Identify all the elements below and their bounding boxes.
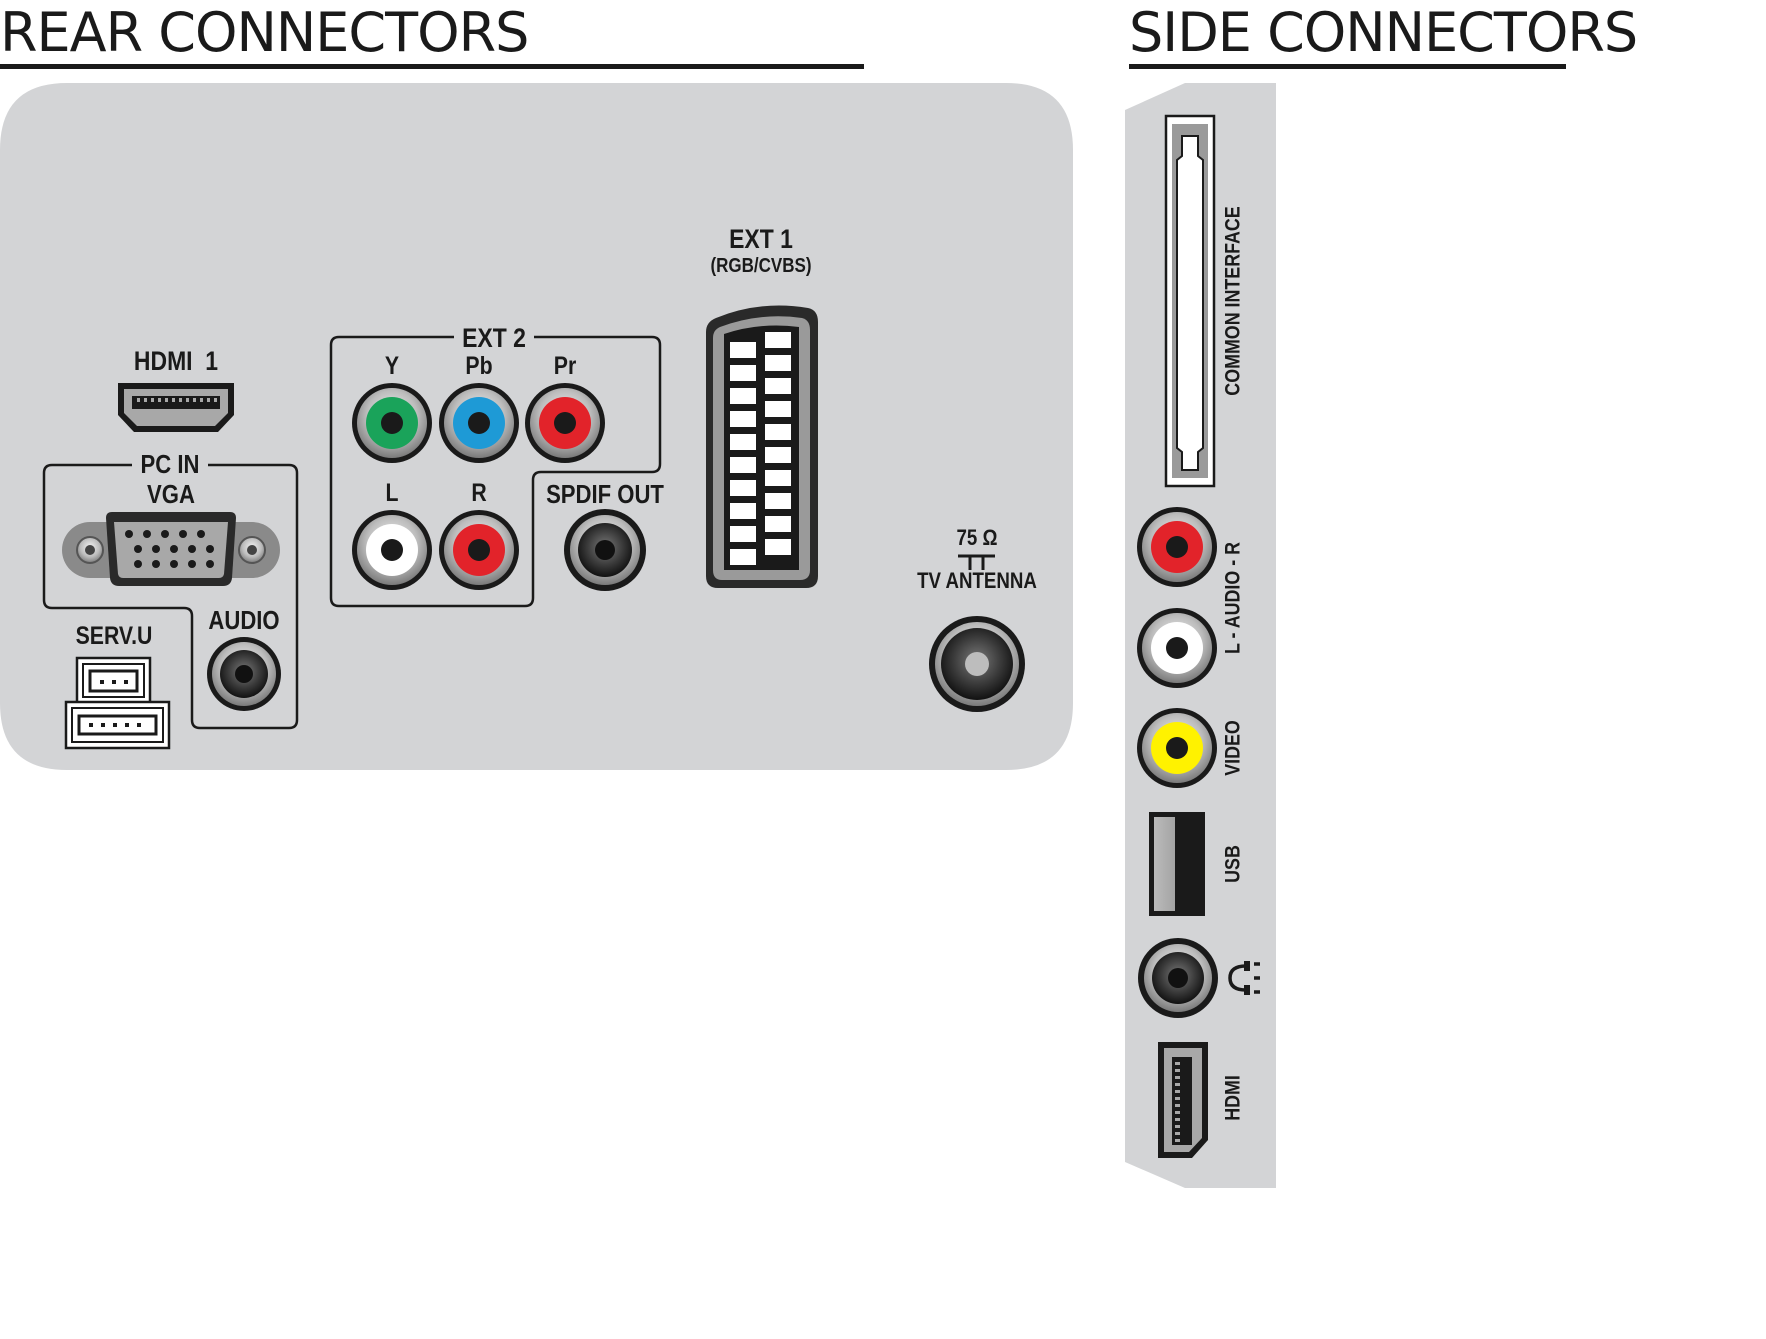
ext2-r-jack[interactable] xyxy=(439,510,519,590)
y-label: Y xyxy=(384,352,400,380)
audio-label: AUDIO xyxy=(208,605,280,635)
r-label: R xyxy=(471,479,487,507)
usb-label: USB xyxy=(1221,845,1245,883)
ohm-label: 75 Ω xyxy=(956,525,998,550)
side-video-jack[interactable] xyxy=(1137,708,1217,788)
ext2-y-jack[interactable] xyxy=(352,383,432,463)
ext2-label: EXT 2 xyxy=(462,323,526,353)
common-interface-label: COMMON INTERFACE xyxy=(1221,206,1245,396)
serv-u-port[interactable] xyxy=(64,656,171,750)
tv-antenna-port[interactable] xyxy=(929,616,1025,712)
spdif-out-jack[interactable] xyxy=(564,509,646,591)
serv-u-label: SERV.U xyxy=(75,622,153,650)
video-label: VIDEO xyxy=(1221,720,1245,776)
hdmi1-port[interactable] xyxy=(118,383,234,432)
pc-in-frame xyxy=(42,463,299,730)
pr-label: Pr xyxy=(553,352,577,380)
pc-in-label: PC IN xyxy=(140,449,200,479)
rear-connectors-title: REAR CONNECTORS xyxy=(0,1,529,64)
side-usb-port[interactable] xyxy=(1149,812,1205,916)
ext1-sub-label: (RGB/CVBS) xyxy=(710,255,812,277)
rear-title-rule xyxy=(0,64,864,69)
common-interface-slot[interactable] xyxy=(1164,114,1216,488)
side-audio-r-jack[interactable] xyxy=(1137,507,1217,587)
ext1-scart-port[interactable] xyxy=(706,305,818,588)
hdmi1-label: HDMI 1 xyxy=(133,346,219,376)
side-title-rule xyxy=(1129,64,1566,69)
side-connectors-title: SIDE CONNECTORS xyxy=(1129,1,1638,64)
ext2-pb-jack[interactable] xyxy=(439,383,519,463)
vga-port[interactable] xyxy=(62,512,280,586)
vga-label: VGA xyxy=(147,479,195,509)
spdif-out-label: SPDIF OUT xyxy=(546,479,664,509)
side-headphone-jack[interactable] xyxy=(1138,938,1218,1018)
ext1-label: EXT 1 xyxy=(729,224,793,254)
ext2-l-jack[interactable] xyxy=(352,510,432,590)
ext2-pr-jack[interactable] xyxy=(525,383,605,463)
pc-audio-jack[interactable] xyxy=(207,637,281,711)
tv-antenna-label: TV ANTENNA xyxy=(917,568,1037,593)
audio-lr-label: L - AUDIO - R xyxy=(1221,541,1245,655)
pb-label: Pb xyxy=(465,352,493,380)
ext2-frame xyxy=(329,335,662,608)
headphone-icon xyxy=(1228,961,1260,995)
side-audio-l-jack[interactable] xyxy=(1137,608,1217,688)
side-hdmi-port[interactable] xyxy=(1158,1042,1208,1158)
l-label: L xyxy=(385,479,399,507)
antenna-symbol xyxy=(958,554,995,570)
hdmi-label: HDMI xyxy=(1221,1075,1245,1121)
